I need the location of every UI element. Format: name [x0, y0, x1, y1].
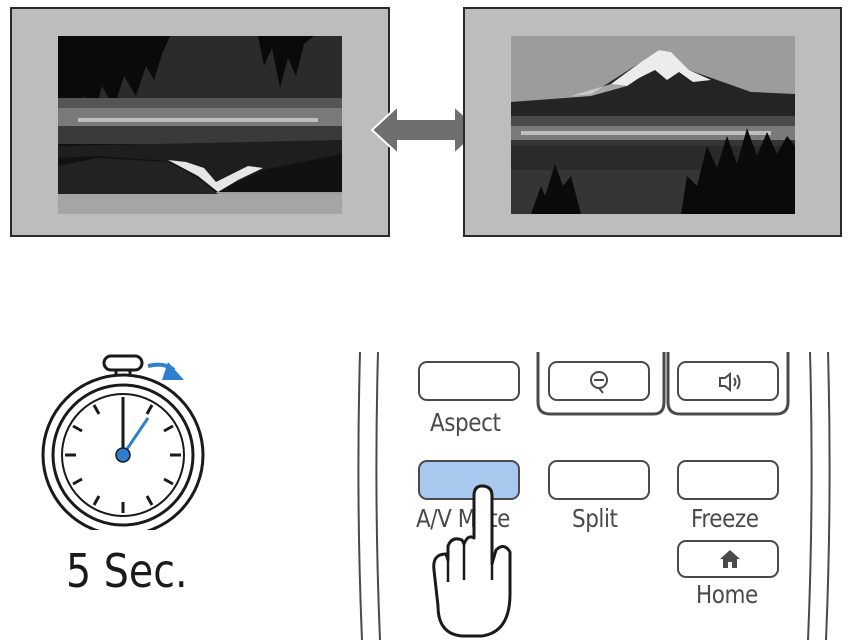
- zoom-out-icon: [590, 371, 608, 394]
- zoom-out-button[interactable]: [548, 361, 650, 401]
- split-button[interactable]: [548, 460, 650, 500]
- aspect-button[interactable]: [418, 361, 520, 401]
- aspect-button-label: Aspect: [430, 408, 501, 437]
- av-mute-button[interactable]: [418, 460, 520, 500]
- home-icon: [720, 550, 740, 568]
- volume-icon: [719, 371, 741, 393]
- volume-button[interactable]: [677, 361, 779, 401]
- split-button-label: Split: [572, 504, 618, 533]
- timer-duration-label: 5 Sec.: [66, 544, 188, 598]
- stopwatch-icon: [41, 354, 205, 530]
- freeze-button-label: Freeze: [691, 504, 759, 533]
- pressing-hand-icon: [432, 484, 512, 638]
- screen-normal: [463, 7, 842, 237]
- freeze-button[interactable]: [677, 460, 779, 500]
- inverted-landscape-image: [58, 36, 342, 214]
- screen-inverted: [10, 7, 390, 237]
- home-button[interactable]: [677, 540, 779, 578]
- landscape-image: [511, 36, 795, 214]
- remote-body-outline: [357, 351, 831, 641]
- home-button-label: Home: [696, 580, 758, 609]
- av-mute-button-label: A/V Mute: [416, 504, 510, 533]
